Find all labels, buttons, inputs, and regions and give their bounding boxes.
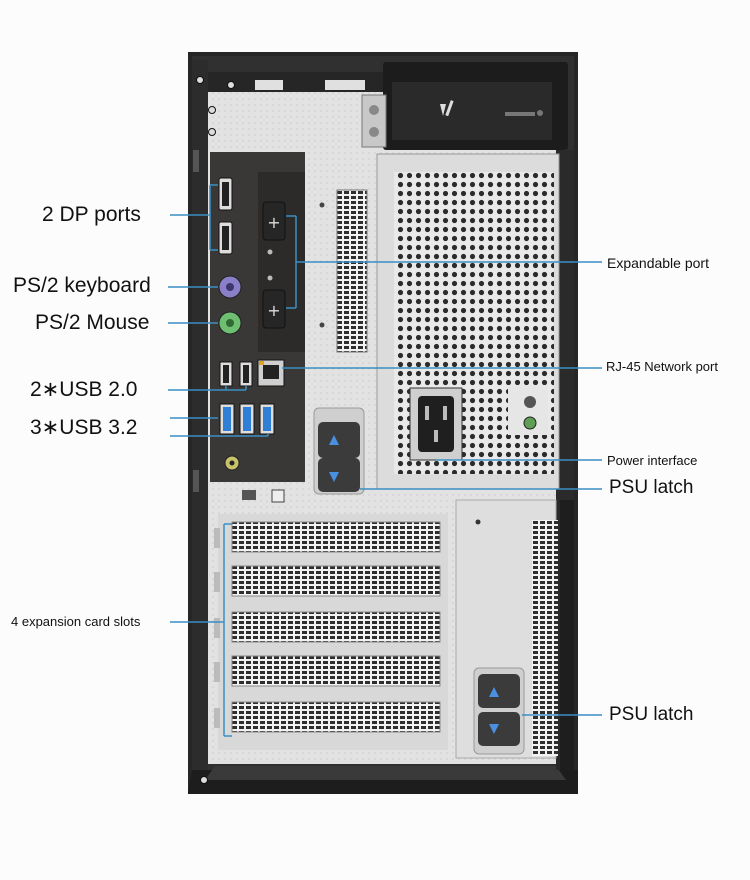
callout-lines: [168, 184, 602, 737]
expandable-port-1: [262, 201, 286, 241]
label-dp-ports: 2 DP ports: [42, 203, 141, 226]
psu-latch-bottom[interactable]: [473, 667, 525, 755]
svg-text:+: +: [267, 301, 280, 320]
label-power-interface: Power interface: [607, 453, 698, 468]
expansion-slot-1: [231, 521, 441, 553]
label-usb32: 3∗USB 3.2: [30, 416, 138, 439]
expansion-slots: [214, 514, 448, 750]
psu-latch-top[interactable]: [313, 407, 365, 495]
expansion-slot-3: [231, 611, 441, 643]
expandable-port-2: [262, 289, 286, 329]
label-ps2-mouse: PS/2 Mouse: [35, 311, 150, 334]
label-usb20: 2∗USB 2.0: [30, 378, 138, 401]
label-expandable-port: Expandable port: [607, 255, 709, 271]
expansion-slot-4: [231, 655, 441, 687]
label-ps2-keyboard: PS/2 keyboard: [13, 274, 151, 297]
expansion-slot-2: [231, 565, 441, 597]
label-rj45: RJ-45 Network port: [606, 359, 718, 374]
power-supply: [376, 153, 560, 490]
label-psu-latch-bottom: PSU latch: [609, 704, 694, 725]
top-handle: [361, 62, 568, 150]
io-panel: + +: [210, 152, 305, 482]
expansion-slot-5: [231, 701, 441, 733]
label-psu-latch-top: PSU latch: [609, 477, 694, 498]
svg-text:+: +: [267, 213, 280, 232]
side-vent: [532, 520, 558, 756]
label-expansion-slots: 4 expansion card slots: [11, 614, 141, 629]
slot-cover-vent: [336, 189, 368, 353]
